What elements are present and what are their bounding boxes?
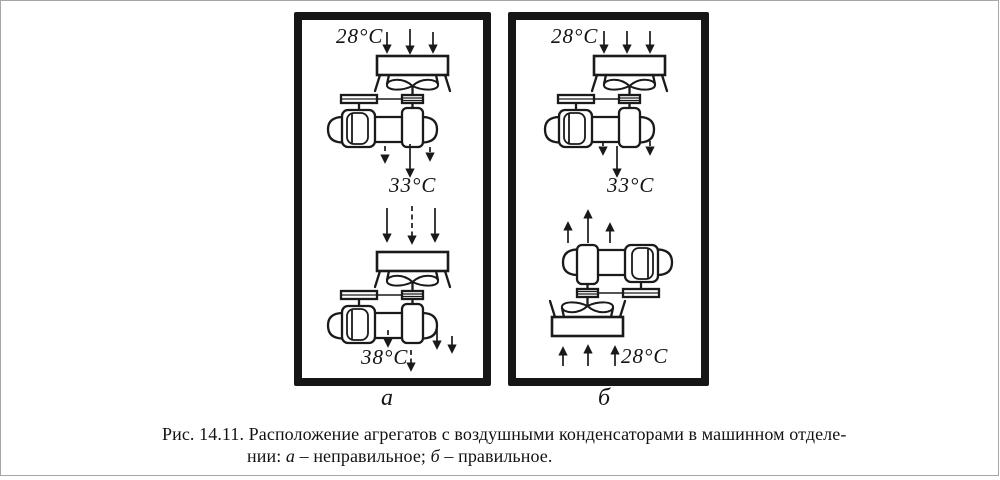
panel-b-frame <box>508 12 709 386</box>
panel-a-label: а <box>381 385 393 411</box>
temp-a-outlet: 38°C <box>361 345 409 369</box>
figure-caption-line1: Рис. 14.11. Расположение агрегатов с воз… <box>162 424 847 444</box>
temp-a-middle: 33°C <box>389 173 437 197</box>
caption-line2-item-b: б <box>430 446 440 466</box>
figure-caption-line2: нии: а – неправильное; б – правильное. <box>247 446 552 467</box>
temp-b-middle: 33°C <box>607 173 655 197</box>
temp-b-inlet: 28°C <box>551 24 599 48</box>
panel-b-label: б <box>598 385 611 411</box>
diagram-art <box>326 29 674 372</box>
caption-line2-text-b: – правильное. <box>439 446 553 466</box>
temp-b-outlet: 28°C <box>621 344 669 368</box>
panel-a-frame <box>294 12 491 386</box>
caption-line2-prefix: нии: <box>247 446 286 466</box>
caption-line2-text-a: – неправильное; <box>295 446 431 466</box>
caption-line2-item-a: а <box>285 446 296 466</box>
temp-a-inlet: 28°C <box>336 24 384 48</box>
